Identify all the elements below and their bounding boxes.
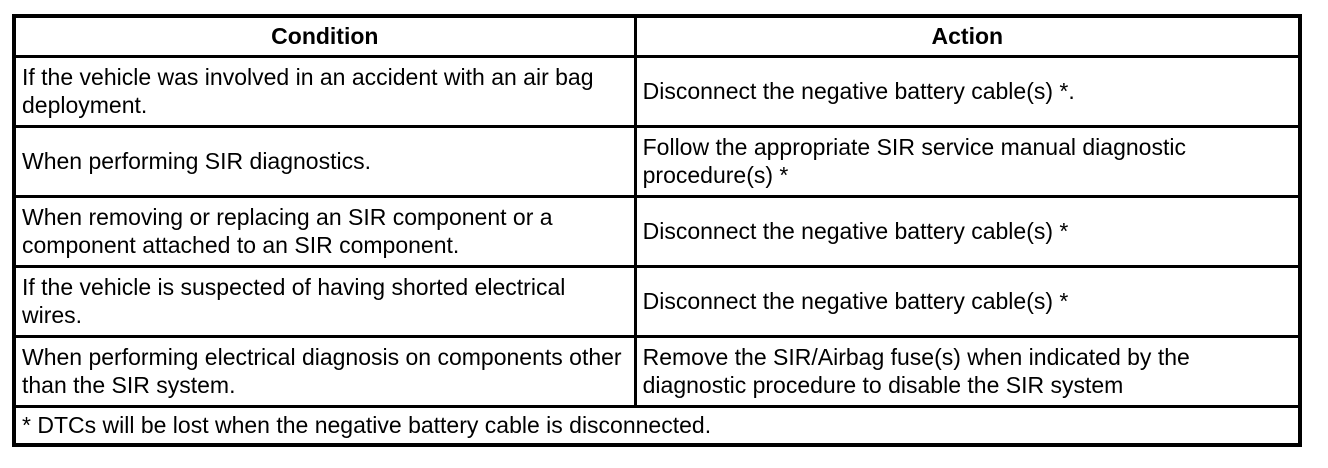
sir-condition-action-table: Condition Action If the vehicle was invo… xyxy=(12,14,1302,447)
table-row: If the vehicle is suspected of having sh… xyxy=(12,264,1302,338)
action-cell: Disconnect the negative battery cable(s)… xyxy=(633,264,1302,338)
condition-cell: When removing or replacing an SIR compon… xyxy=(12,194,637,268)
table-header-row: Condition Action xyxy=(12,14,1302,58)
sir-condition-action-table-container: Condition Action If the vehicle was invo… xyxy=(12,14,1302,447)
footnote-row: * DTCs will be lost when the negative ba… xyxy=(12,404,1302,447)
footnote-cell: * DTCs will be lost when the negative ba… xyxy=(12,404,1302,447)
action-cell: Follow the appropriate SIR service manua… xyxy=(633,124,1302,198)
action-cell: Disconnect the negative battery cable(s)… xyxy=(633,54,1302,128)
table-row: When performing SIR diagnostics. Follow … xyxy=(12,124,1302,198)
table-row: When performing electrical diagnosis on … xyxy=(12,334,1302,408)
condition-cell: When performing SIR diagnostics. xyxy=(12,124,637,198)
condition-cell: If the vehicle is suspected of having sh… xyxy=(12,264,637,338)
column-header-condition: Condition xyxy=(12,14,637,58)
table-row: When removing or replacing an SIR compon… xyxy=(12,194,1302,268)
action-cell: Disconnect the negative battery cable(s)… xyxy=(633,194,1302,268)
table-row: If the vehicle was involved in an accide… xyxy=(12,54,1302,128)
condition-cell: When performing electrical diagnosis on … xyxy=(12,334,637,408)
action-cell: Remove the SIR/Airbag fuse(s) when indic… xyxy=(633,334,1302,408)
column-header-action: Action xyxy=(633,14,1302,58)
condition-cell: If the vehicle was involved in an accide… xyxy=(12,54,637,128)
